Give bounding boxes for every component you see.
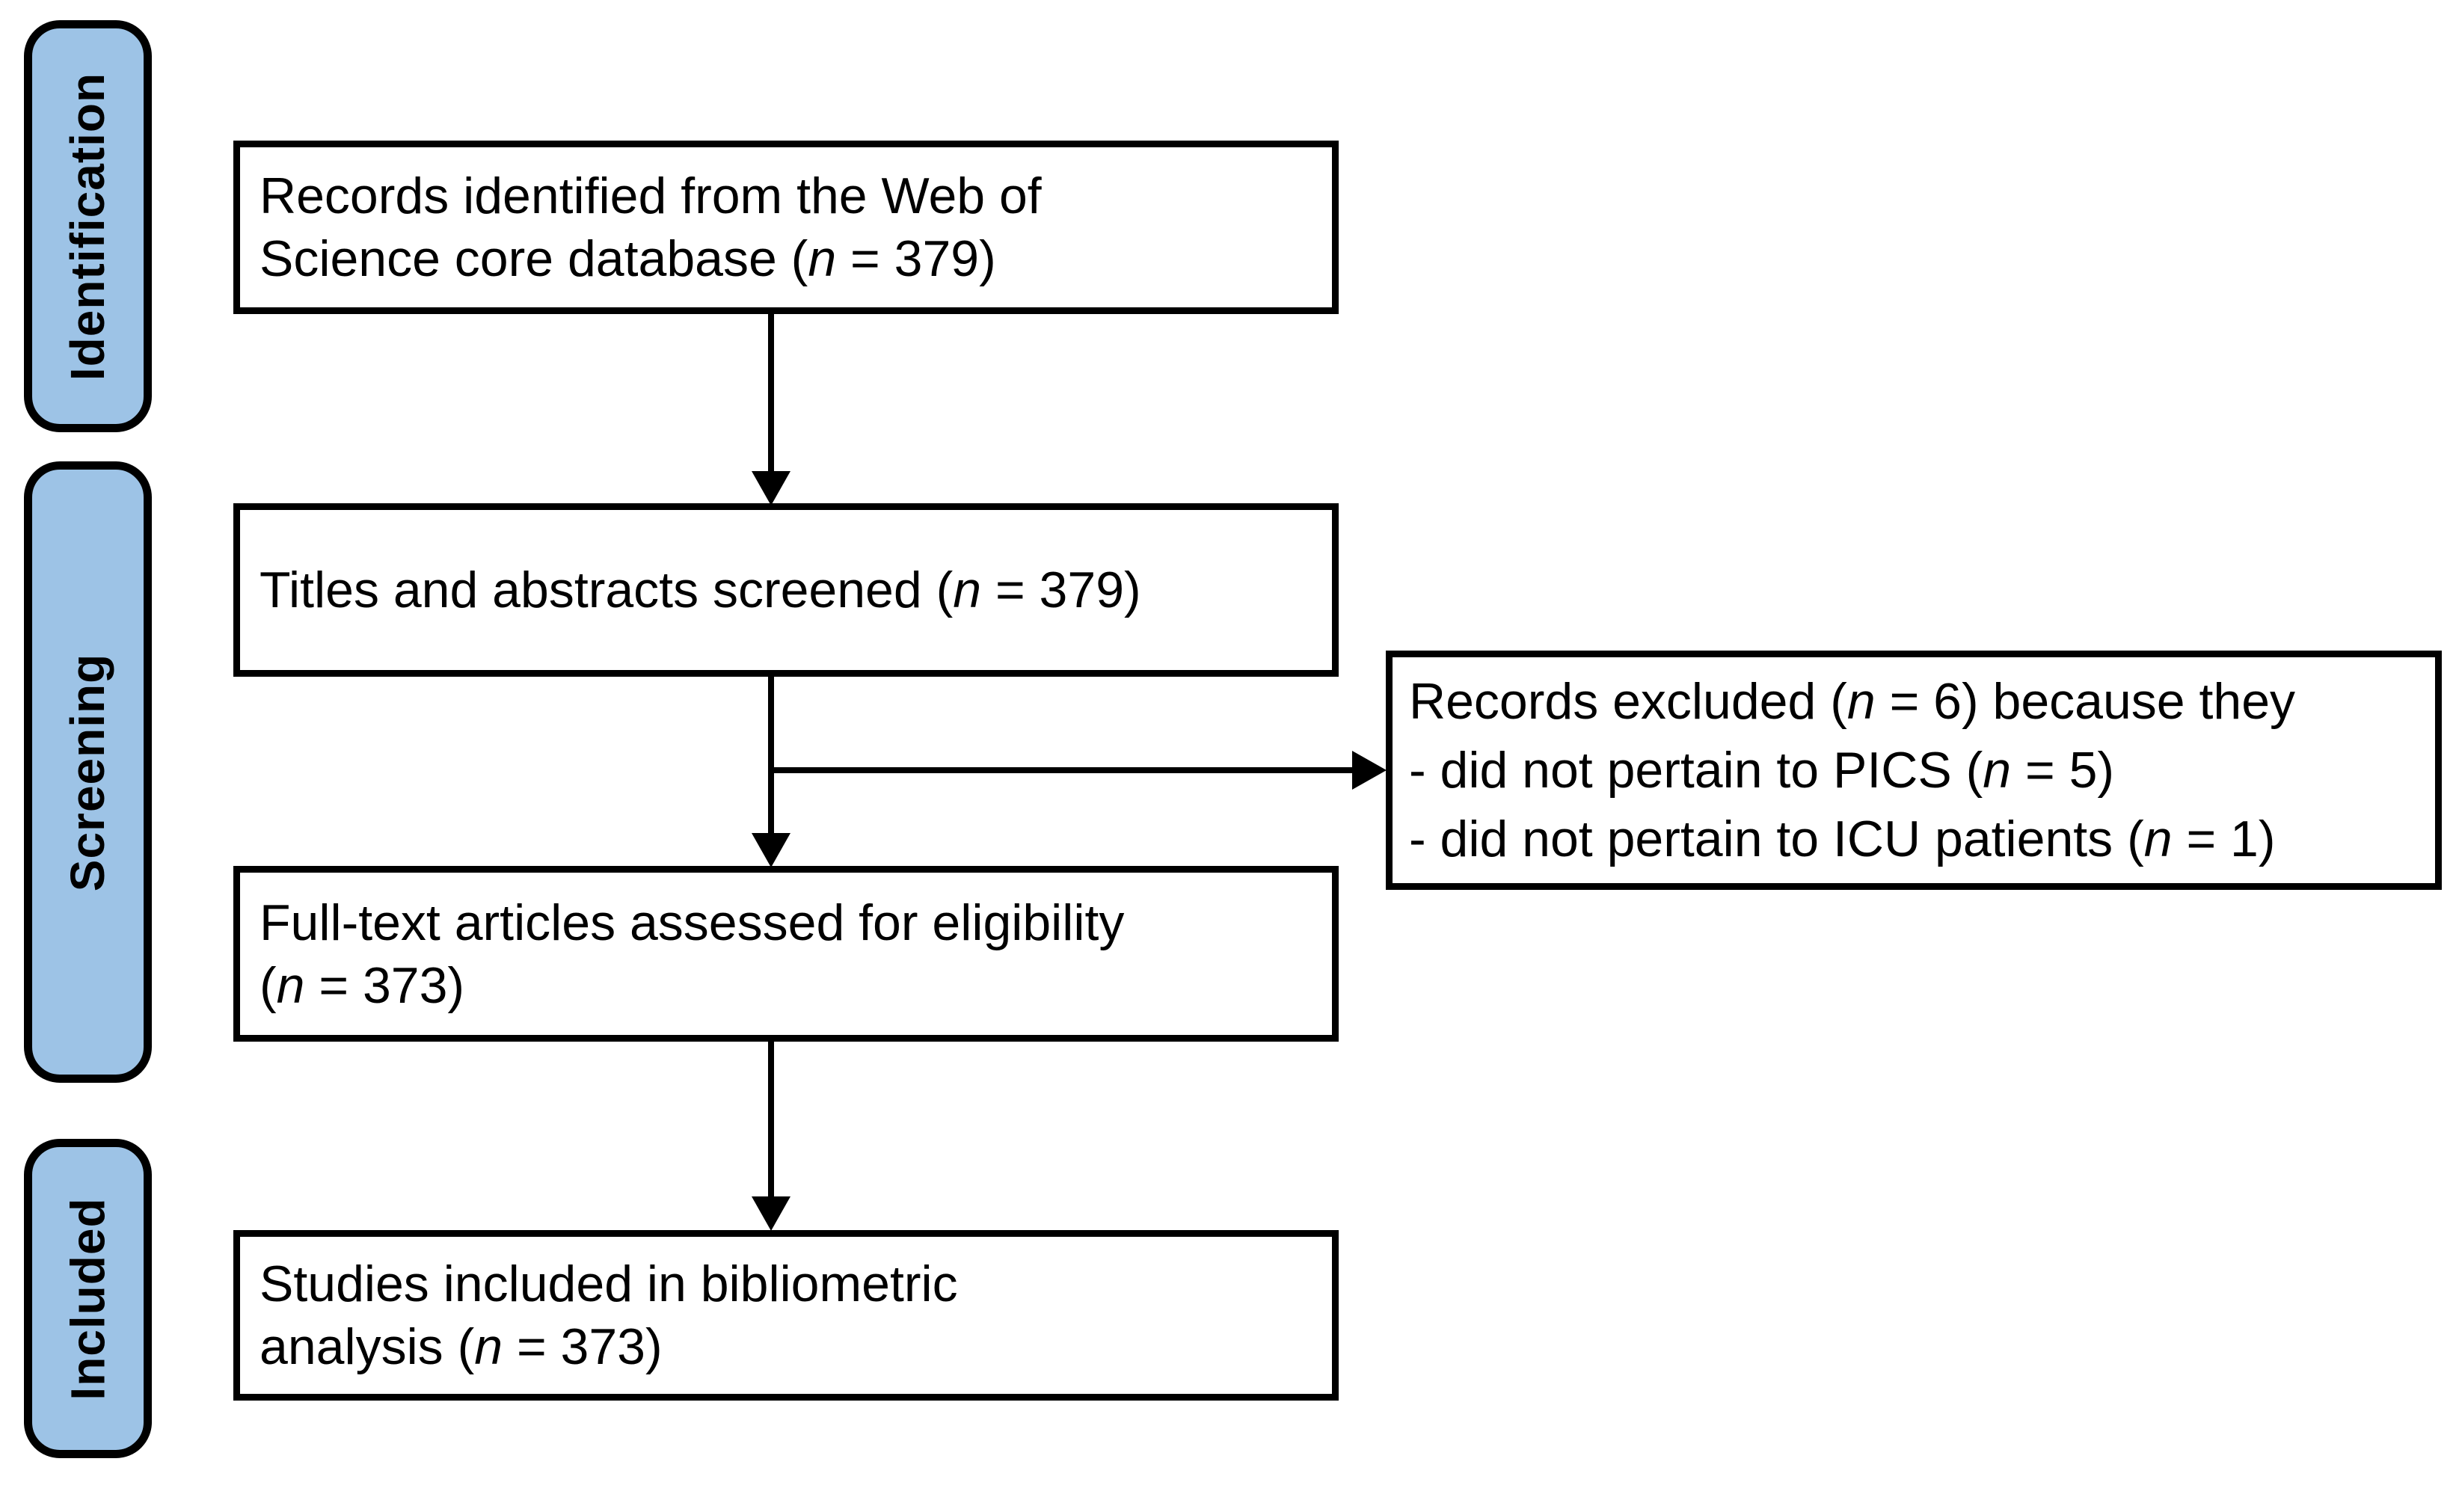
n-variable: n <box>953 562 982 618</box>
stage-label: Identification <box>61 72 115 381</box>
box-records-identified: Records identified from the Web of Scien… <box>233 141 1339 314</box>
n-variable: n <box>1846 673 1876 730</box>
box-titles-screened: Titles and abstracts screened (n = 379) <box>233 503 1339 677</box>
box-fulltext-assessed: Full-text articles assessed for eligibil… <box>233 866 1339 1042</box>
arrow-screened-to-fulltext-head <box>752 833 790 867</box>
arrow-branch-to-excluded-head <box>1352 751 1387 790</box>
box-text-line: analysis (n = 373) <box>260 1318 663 1375</box>
box-text-line: Full-text articles assessed for eligibil… <box>260 894 1125 951</box>
arrow-identified-to-screened-head <box>752 471 790 505</box>
box-text-line: Titles and abstracts screened (n = 379) <box>260 562 1141 618</box>
stage-included: Included <box>24 1139 152 1458</box>
box-text-line: Records excluded (n = 6) because they <box>1409 673 2296 730</box>
box-text-line: Science core database (n = 379) <box>260 230 996 287</box>
n-variable: n <box>2143 811 2173 867</box>
box-studies-included: Studies included in bibliometric analysi… <box>233 1230 1339 1401</box>
stage-label: Included <box>61 1196 115 1401</box>
n-variable: n <box>1983 742 2012 799</box>
n-variable: n <box>276 956 305 1014</box>
stage-label: Screening <box>61 653 115 891</box>
box-text-line: Studies included in bibliometric <box>260 1256 958 1312</box>
box-records-excluded: Records excluded (n = 6) because they - … <box>1386 651 2442 890</box>
arrow-fulltext-to-included-head <box>752 1196 790 1231</box>
n-variable: n <box>474 1318 503 1375</box>
stage-identification: Identification <box>24 20 152 432</box>
box-text-line: - did not pertain to ICU patients (n = 1… <box>1409 811 2276 867</box>
stage-screening: Screening <box>24 461 152 1083</box>
box-text-line: (n = 373) <box>260 956 465 1014</box>
box-text-line: - did not pertain to PICS (n = 5) <box>1409 742 2115 799</box>
n-variable: n <box>808 230 837 287</box>
box-text-line: Records identified from the Web of <box>260 168 1042 224</box>
